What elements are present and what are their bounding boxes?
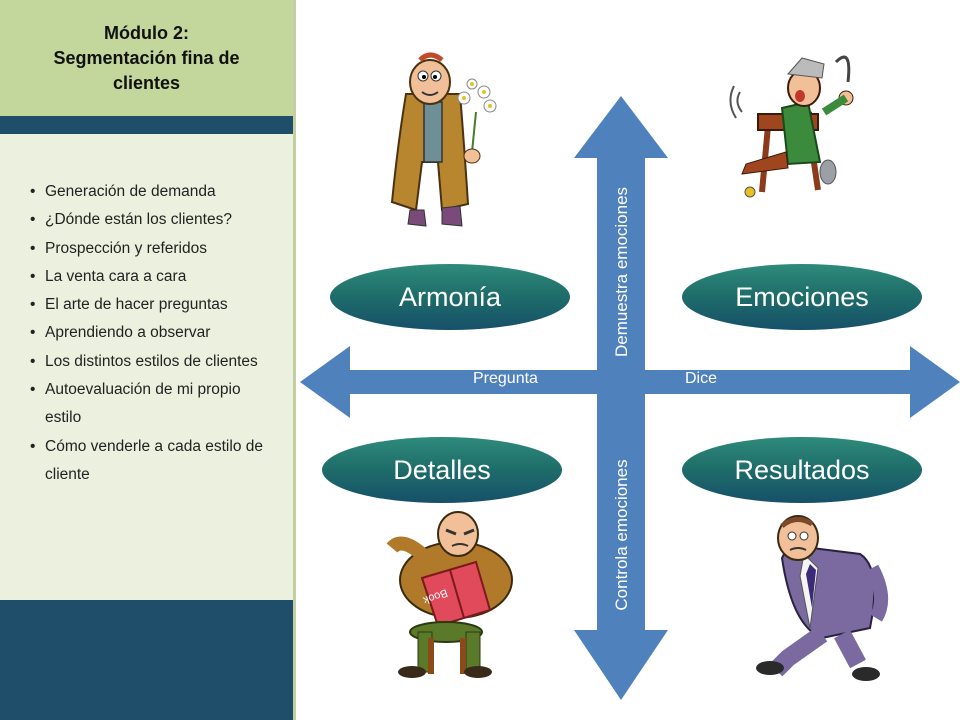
shy-man-with-flowers-illustration [390, 52, 497, 227]
topic-item: Cómo venderle a cada estilo de cliente [30, 433, 275, 490]
axis-label-demuestra-emociones: Demuestra emociones [612, 186, 631, 358]
quadrant-emociones: Emociones [682, 264, 922, 330]
topic-item: Aprendiendo a observar [30, 319, 275, 348]
excited-man-on-chair-illustration [729, 55, 854, 198]
quadrant-detalles: Detalles [322, 437, 562, 503]
quadrant-arrows [300, 96, 960, 700]
topic-item: El arte de hacer preguntas [30, 291, 275, 320]
quadrant-resultados: Resultados [682, 437, 922, 503]
topic-item: Los distintos estilos de clientes [30, 348, 275, 377]
axis-label-pregunta: Pregunta [473, 370, 538, 387]
module-title-line: Segmentación fina de [53, 47, 240, 68]
businessman-walking-illustration [756, 515, 889, 681]
topic-item: La venta cara a cara [30, 263, 275, 292]
topics-box: Generación de demanda ¿Dónde están los c… [0, 134, 293, 600]
axis-label-controla-emociones: Controla emociones [612, 459, 631, 611]
quadrant-armonia: Armonía [330, 264, 570, 330]
topic-item: Autoevaluación de mi propio estilo [30, 376, 275, 433]
topic-item: Prospección y referidos [30, 235, 275, 264]
topic-item: ¿Dónde están los clientes? [30, 206, 275, 235]
sidebar-divider [293, 0, 296, 720]
vertical-arrow [574, 96, 668, 700]
topic-item: Generación de demanda [30, 178, 275, 207]
module-title-box: Módulo 2: Segmentación fina de clientes [0, 0, 293, 116]
module-title-line: Módulo 2: [104, 22, 189, 43]
topic-list: Generación de demanda ¿Dónde están los c… [0, 134, 293, 489]
module-title-line: clientes [112, 72, 181, 93]
module-title: Módulo 2: Segmentación fina de clientes [17, 21, 277, 96]
man-reading-book-illustration: Book [386, 511, 513, 678]
axis-label-dice: Dice [685, 370, 718, 387]
